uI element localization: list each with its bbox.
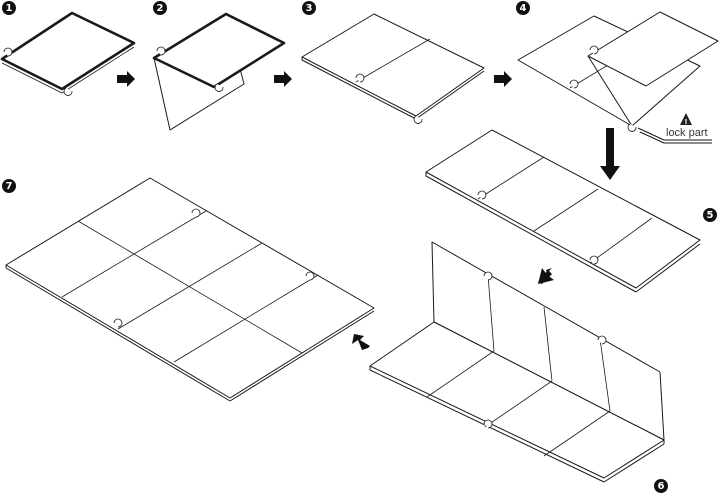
lock-part-callout: ! lock part [637, 113, 712, 144]
step-1-badge: 1 [2, 1, 16, 15]
lock-tab [569, 79, 579, 89]
lock-tab [191, 208, 201, 218]
lock-tab [413, 115, 423, 124]
lock-part-label: lock part [666, 127, 708, 139]
step-number: 6 [658, 481, 665, 492]
step-7-unfolded-mat [5, 177, 375, 402]
step-3-two-panel-mat [301, 13, 485, 124]
step-number: 4 [520, 3, 527, 14]
lock-tab [597, 335, 607, 345]
step-number: 2 [157, 3, 164, 14]
lock-tab [113, 318, 123, 328]
step-6-badge: 6 [654, 479, 668, 493]
arrow-right-icon [274, 71, 292, 87]
step-number: 7 [6, 181, 13, 192]
step-4-unfolding-mat [517, 11, 719, 132]
step-5-four-panel-strip [425, 129, 701, 293]
step-number: 5 [707, 210, 714, 221]
lock-tab [355, 73, 365, 83]
svg-text:!: ! [684, 118, 687, 126]
step-3-badge: 3 [302, 1, 316, 15]
lock-tab [214, 83, 224, 92]
step-7-badge: 7 [2, 179, 16, 193]
lock-tab [156, 46, 166, 56]
step-2-unfolding-mat [152, 12, 286, 131]
step-number: 3 [306, 3, 313, 14]
arrow-down-left-icon [538, 270, 552, 284]
arrow-up-left-icon [352, 334, 370, 350]
step-6-folding-mat [369, 241, 665, 483]
lock-tab [483, 271, 493, 281]
lock-tab [627, 123, 637, 132]
lock-tab [589, 45, 599, 55]
lock-tab [483, 419, 493, 429]
warning-triangle-icon: ! [680, 113, 692, 126]
lock-tab [305, 271, 315, 281]
step-number: 1 [6, 3, 13, 14]
lock-tab [63, 87, 73, 96]
arrow-right-icon [494, 71, 512, 87]
arrow-down-icon [600, 128, 620, 180]
step-4-badge: 4 [516, 1, 530, 15]
step-2-badge: 2 [153, 1, 167, 15]
arrow-right-icon [117, 71, 135, 87]
lock-tab [589, 255, 599, 265]
step-1-folded-mat [0, 11, 136, 96]
step-5-badge: 5 [703, 208, 717, 222]
lock-tab [3, 47, 13, 57]
lock-tab [477, 190, 487, 200]
